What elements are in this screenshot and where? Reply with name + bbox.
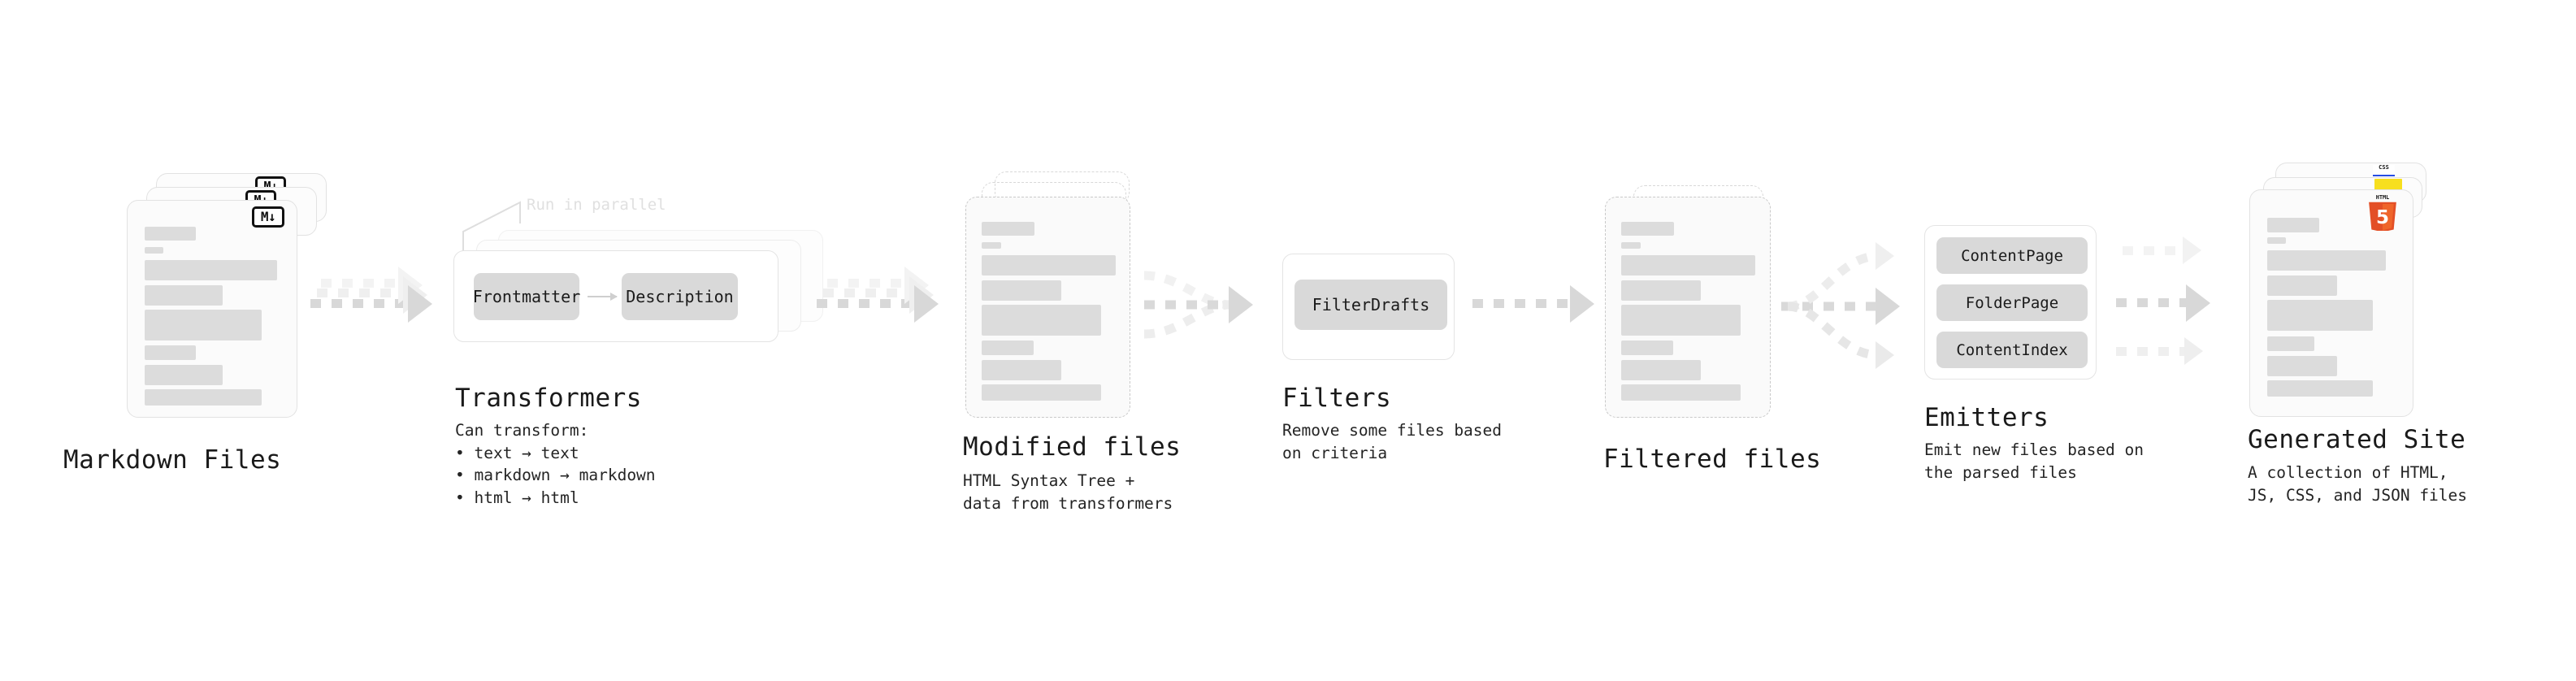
skeleton-bar [982, 255, 1116, 275]
markdown-card-front [127, 200, 297, 418]
skeleton-bar [145, 285, 223, 306]
run-in-parallel-label: Run in parallel [527, 196, 666, 214]
skeleton-bar [2267, 237, 2286, 244]
filters-desc: Remove some files based on criteria [1282, 421, 1503, 462]
skeleton-bar [145, 345, 196, 360]
emitter-chip-contentpage[interactable]: ContentPage [1936, 237, 2088, 274]
skeleton-bar [2267, 218, 2319, 232]
transformers-desc: Can transform: • text → text • markdown … [455, 421, 656, 508]
transformer-panel-front: Frontmatter Description [453, 250, 778, 342]
skeleton-bar [2267, 275, 2337, 296]
markdown-files-title: Markdown Files [63, 445, 282, 475]
emitters-panel: ContentPage FolderPage ContentIndex [1924, 225, 2097, 380]
filtered-files-title: Filtered files [1603, 445, 1822, 474]
skeleton-bar [982, 384, 1101, 401]
modified-card-front [965, 197, 1130, 418]
skeleton-bar [982, 305, 1101, 336]
skeleton-bar [1621, 242, 1641, 249]
skeleton-bar [2267, 250, 2386, 271]
transformer-chip-description[interactable]: Description [622, 273, 738, 320]
emitters-desc: Emit new files based on the parsed files [1924, 440, 2144, 482]
modified-files-desc: HTML Syntax Tree + data from transformer… [963, 471, 1173, 513]
merge-arrow-paths [1143, 271, 1232, 339]
skeleton-bar [1621, 280, 1701, 301]
skeleton-bar [982, 242, 1001, 249]
generated-site-desc: A collection of HTML, JS, CSS, and JSON … [2248, 463, 2468, 505]
skeleton-bar [145, 310, 262, 340]
markdown-icon: M↓ [252, 206, 284, 228]
skeleton-bar [1621, 255, 1755, 275]
skeleton-bar [145, 365, 223, 385]
html5-icon: HTML 5 [2369, 194, 2396, 231]
skeleton-bar [1621, 384, 1741, 401]
filtered-card-front [1605, 197, 1771, 418]
generated-site-title: Generated Site [2248, 425, 2466, 454]
skeleton-bar [982, 340, 1034, 355]
skeleton-bar [982, 360, 1061, 380]
skeleton-bar [1621, 340, 1673, 355]
filters-title: Filters [1282, 384, 1392, 413]
transformer-chip-frontmatter[interactable]: Frontmatter [473, 273, 580, 320]
emitters-title: Emitters [1924, 403, 2049, 432]
run-in-parallel-bracket [462, 201, 521, 253]
emitter-chip-folderpage[interactable]: FolderPage [1936, 284, 2088, 321]
modified-files-title: Modified files [963, 432, 1182, 462]
skeleton-bar [1621, 222, 1674, 236]
filters-panel: FilterDrafts [1282, 254, 1455, 360]
split-arrow-paths [1781, 251, 1880, 360]
skeleton-bar [2267, 300, 2373, 331]
skeleton-bar [2267, 356, 2337, 376]
emitter-chip-contentindex[interactable]: ContentIndex [1936, 332, 2088, 368]
skeleton-bar [145, 247, 163, 254]
svg-text:5: 5 [2376, 207, 2389, 228]
skeleton-bar [982, 280, 1061, 301]
transformers-title: Transformers [455, 384, 642, 413]
skeleton-bar [145, 389, 262, 406]
skeleton-bar [145, 260, 277, 280]
skeleton-bar [2267, 336, 2314, 351]
skeleton-bar [982, 222, 1034, 236]
filter-chip-filterdrafts[interactable]: FilterDrafts [1295, 280, 1447, 330]
skeleton-bar [1621, 305, 1741, 336]
skeleton-bar [2267, 380, 2373, 397]
css-icon-label: CSS [2379, 164, 2389, 171]
css-icon: CSS [2373, 165, 2395, 176]
skeleton-bar [1621, 360, 1701, 380]
svg-text:HTML: HTML [2376, 194, 2390, 201]
skeleton-bar [145, 227, 196, 241]
